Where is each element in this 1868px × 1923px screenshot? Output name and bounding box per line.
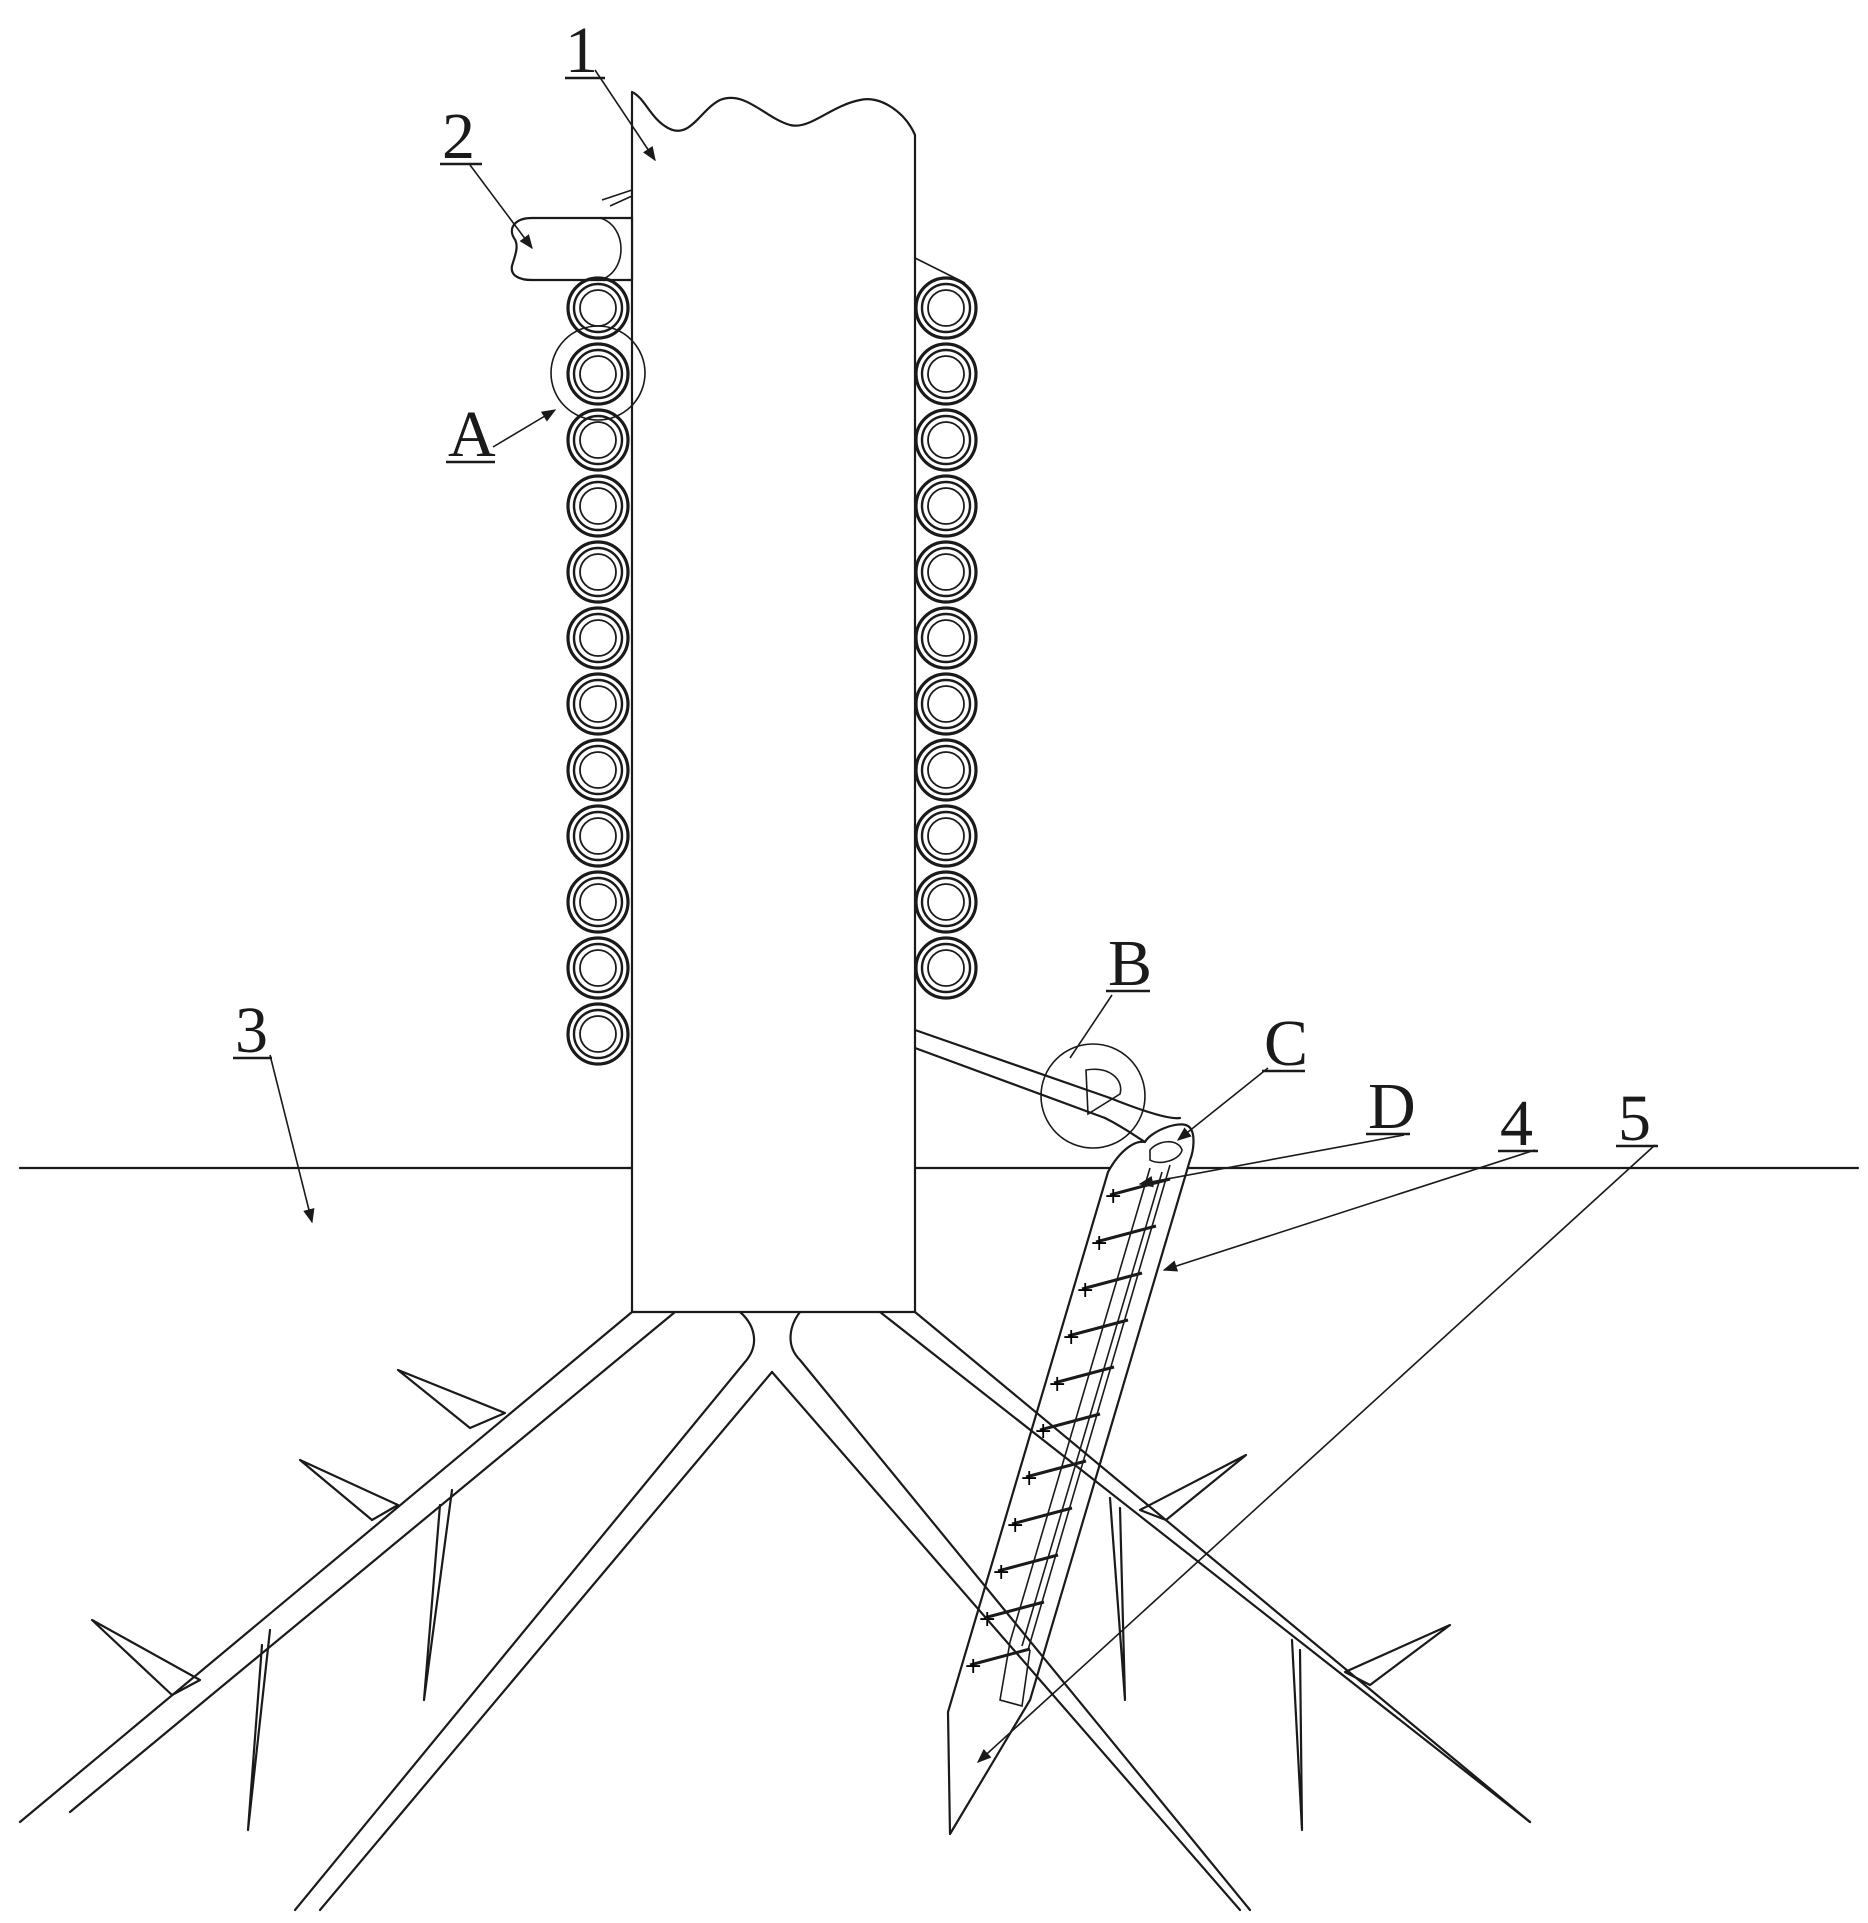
- coil-bracket-right: [914, 257, 966, 284]
- probe-tick-3: [1081, 1271, 1143, 1291]
- probe-tick-mark-2: +: [1090, 1231, 1108, 1256]
- label-c: C: [1264, 1007, 1308, 1080]
- coil-ring-left-8: [566, 738, 630, 802]
- probe-tick-mark-1: +: [1104, 1184, 1122, 1209]
- probe-tick-7: [1025, 1459, 1087, 1479]
- probe-tick-5: [1053, 1365, 1115, 1385]
- coil-ring-left-5: [566, 540, 630, 604]
- coil-ring-left-11: [566, 936, 630, 1000]
- probe-body: [946, 1123, 1195, 1836]
- coil-ring-right-1: [914, 276, 978, 340]
- coil-ring-right-7: [914, 672, 978, 736]
- probe-tick-8: [1011, 1506, 1073, 1526]
- label-2: 2: [442, 100, 475, 173]
- label-1: 1: [565, 14, 598, 87]
- leader-lines: [269, 69, 1656, 1763]
- probe-tick-mark-11: +: [964, 1654, 982, 1679]
- label-3: 3: [235, 994, 268, 1067]
- coil-ring-right-8: [914, 738, 978, 802]
- probe-tick-11: [969, 1647, 1031, 1667]
- coil-ring-left-1: [566, 276, 630, 340]
- coil-ring-left-6: [566, 606, 630, 670]
- roots: [18, 1310, 1532, 1912]
- probe-tick-10: [983, 1600, 1045, 1620]
- coil-ring-right-6: [914, 606, 978, 670]
- coil-ring-right-2: [914, 342, 978, 406]
- probe-tick-mark-7: +: [1020, 1466, 1038, 1491]
- coil-ring-left-3: [566, 408, 630, 472]
- coil-ring-left-7: [566, 672, 630, 736]
- label-b: B: [1108, 927, 1152, 1000]
- label-d: D: [1368, 1070, 1416, 1143]
- coil-rings-left: [566, 276, 630, 1066]
- coil-ring-right-11: [914, 936, 978, 1000]
- coil-ring-left-9: [566, 804, 630, 868]
- coil-ring-left-10: [566, 870, 630, 934]
- label-5: 5: [1618, 1082, 1651, 1155]
- probe-tick-mark-9: +: [992, 1560, 1010, 1585]
- coil-ring-right-10: [914, 870, 978, 934]
- probe-tick-mark-4: +: [1062, 1325, 1080, 1350]
- probe-tick-mark-8: +: [1006, 1513, 1024, 1538]
- probe-tick-mark-5: +: [1048, 1372, 1066, 1397]
- probe-tick-9: [997, 1553, 1059, 1573]
- main-column: [630, 90, 917, 1314]
- inclined-tube: [913, 1028, 1182, 1144]
- coil-ring-right-4: [914, 474, 978, 538]
- detail-b-clip: [1085, 1068, 1122, 1116]
- figure-labels: 1 2 A 3 B C D 4 5: [233, 14, 1658, 1160]
- label-a: A: [448, 398, 496, 471]
- probe-tick-6: [1039, 1412, 1101, 1432]
- probe-tick-2: [1095, 1224, 1157, 1244]
- detail-circle-a: [550, 325, 646, 421]
- coil-ring-right-3: [914, 408, 978, 472]
- probe-tick-mark-3: +: [1076, 1278, 1094, 1303]
- probe-tick-4: [1067, 1318, 1129, 1338]
- detail-circle-b: [1040, 1043, 1146, 1149]
- coil-rings-right: [914, 276, 978, 1000]
- coil-ring-left-12: [566, 1002, 630, 1066]
- pipe-element: [510, 189, 634, 282]
- coil-ring-right-9: [914, 804, 978, 868]
- coil-ring-left-4: [566, 474, 630, 538]
- label-4: 4: [1500, 1087, 1533, 1160]
- coil-ring-right-5: [914, 540, 978, 604]
- coil-ring-left-2: [566, 342, 630, 406]
